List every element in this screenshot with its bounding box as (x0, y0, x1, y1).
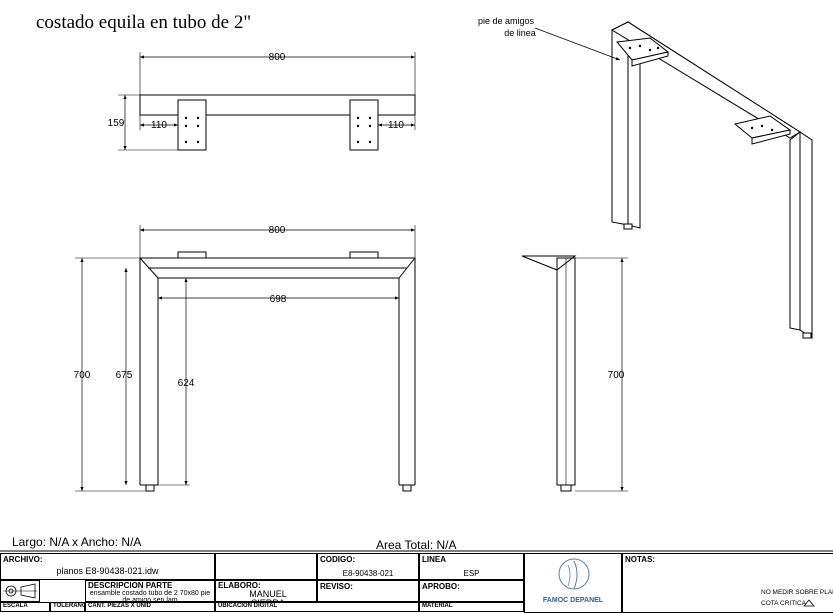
dim-top-right-offset: 110 (388, 120, 404, 131)
archivo-label: ARCHIVO: (3, 555, 43, 564)
dim-front-height-total: 700 (74, 370, 91, 381)
linea-cell: LINEA ESP (419, 553, 524, 580)
codigo-label: CODIGO: (320, 555, 356, 564)
logo-cell: FAMOC DEPANEL (524, 553, 622, 613)
cant-piezas-cell: CANT. PIEZAS X UNID (85, 602, 215, 612)
callout-line1: pie de amigos (478, 16, 535, 26)
nota-cota-critica: COTA CRITICA (761, 600, 807, 607)
escala-label: ESCALA (3, 603, 28, 609)
side-view (521, 255, 628, 492)
ubicacion-label: UBICACION DIGITAL (218, 603, 278, 609)
dim-front-height-675: 675 (116, 370, 133, 381)
descripcion-label: DESCRIPCION PARTE (88, 581, 173, 590)
linea-value: ESP (463, 569, 480, 578)
drawing-title: costado equila en tubo de 2" (36, 12, 252, 33)
archivo-cell: ARCHIVO: planos E8-90438-021.idw (0, 553, 215, 580)
descripcion-cell: DESCRIPCION PARTE ensamble costado tubo … (85, 580, 215, 602)
ubicacion-cell: UBICACION DIGITAL (215, 602, 419, 612)
elaboro-label: ELABORO: (218, 581, 261, 590)
reviso-label: REVISO: (320, 582, 353, 591)
material-cell: MATERIAL (419, 602, 524, 612)
elaboro-cell: ELABORO: MANUEL SIERRA (215, 580, 317, 602)
linea-label: LINEA (422, 555, 446, 564)
front-view (75, 225, 416, 492)
codigo-value: E8-90438-021 (342, 569, 394, 578)
logo-text: FAMOC DEPANEL (542, 597, 604, 604)
dim-front-inner-width: 698 (270, 294, 287, 305)
largo-ancho-text: Largo: N/A x Ancho: N/A (12, 535, 142, 549)
dim-top-height: 159 (108, 118, 125, 129)
reviso-cell: REVISO: (317, 580, 419, 602)
dim-top-width: 800 (269, 52, 286, 63)
nota-no-medir: NO MEDIR SOBRE PLANO (761, 589, 833, 596)
elaboro-value: MANUEL SIERRA (249, 589, 287, 602)
cant-piezas-label: CANT. PIEZAS X UNID (88, 603, 152, 609)
dim-front-height-624: 624 (178, 378, 195, 389)
area-total-text: Area Total: N/A (376, 538, 457, 552)
notas-label: NOTAS: (625, 555, 656, 564)
tolerancia-cell: TOLERANCIA (50, 602, 85, 612)
dim-side-height: 700 (608, 370, 625, 381)
projection-icon (3, 583, 37, 599)
notas-cell: NOTAS: NO MEDIR SOBRE PLANO COTA CRITICA (622, 553, 833, 613)
dim-front-width: 800 (269, 225, 286, 236)
codigo-cell: CODIGO: E8-90438-021 (317, 553, 419, 580)
aprobo-label: APROBO: (422, 582, 460, 591)
top-view (118, 52, 416, 151)
blank-cell-1 (215, 553, 317, 580)
descripcion-value: ensamble costado tubo de 2 70x80 pie de … (89, 590, 211, 602)
aprobo-cell: APROBO: (419, 580, 524, 602)
tolerancia-label: TOLERANCIA (53, 603, 84, 609)
critical-dimension-icon (803, 599, 815, 607)
archivo-value: planos E8-90438-021.idw (56, 566, 159, 576)
projection-symbol-cell (0, 580, 40, 602)
isometric-view (534, 21, 813, 339)
company-logo-icon (558, 558, 590, 590)
material-label: MATERIAL (422, 603, 453, 609)
callout-line2: de linea (504, 28, 536, 38)
dim-top-left-offset: 110 (151, 120, 167, 131)
escala-cell: ESCALA (0, 602, 50, 612)
